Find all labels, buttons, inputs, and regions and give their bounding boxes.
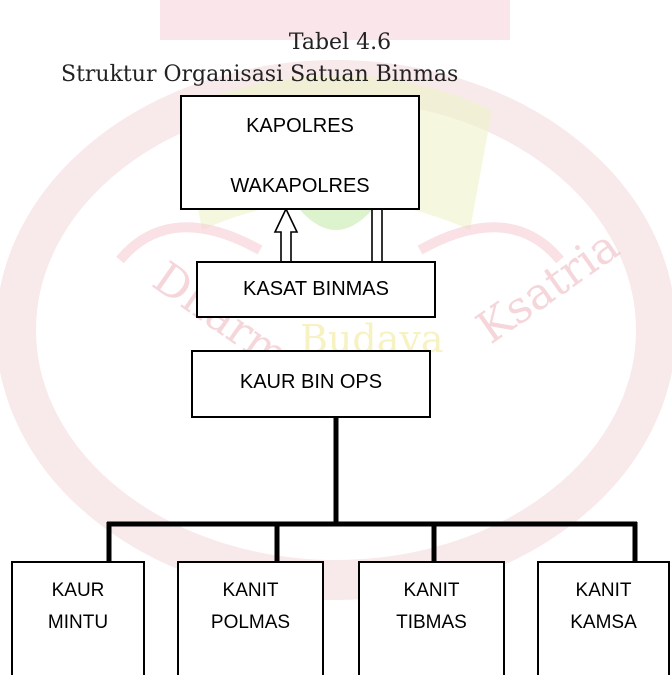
watermark-banner — [160, 0, 510, 40]
unit-box-mintu: KAUR MINTU — [11, 561, 145, 675]
unit-line2: MINTU — [47, 612, 109, 633]
unit-line2: TIBMAS — [396, 612, 467, 633]
kapolres-label: KAPOLRES — [246, 115, 354, 137]
watermark-wing-right — [417, 222, 564, 264]
kasat-binmas-label: KASAT BINMAS — [243, 278, 389, 300]
unit-line1: KANIT — [403, 580, 460, 601]
kaur-bin-ops-box: KAUR BIN OPS — [191, 350, 431, 418]
unit-line1: KANIT — [575, 580, 632, 601]
watermark-wing-left — [116, 222, 263, 264]
unit-box-kamsa: KANIT KAMSA — [537, 561, 670, 675]
unit-box-tibmas: KANIT TIBMAS — [358, 561, 505, 675]
table-number: Tabel 4.6 — [288, 30, 392, 55]
kasat-binmas-box: KASAT BINMAS — [196, 261, 436, 318]
kapolres-box: KAPOLRES WAKAPOLRES — [180, 95, 420, 210]
unit-line2: POLMAS — [210, 612, 291, 633]
wakapolres-label: WAKAPOLRES — [230, 175, 370, 197]
unit-line1: KANIT — [222, 580, 279, 601]
unit-box-polmas: KANIT POLMAS — [177, 561, 324, 675]
unit-line1: KAUR — [51, 580, 105, 601]
kaur-bin-ops-label: KAUR BIN OPS — [239, 371, 383, 393]
diagram-title: Struktur Organisasi Satuan Binmas — [61, 62, 459, 87]
unit-line2: KAMSA — [570, 612, 637, 633]
